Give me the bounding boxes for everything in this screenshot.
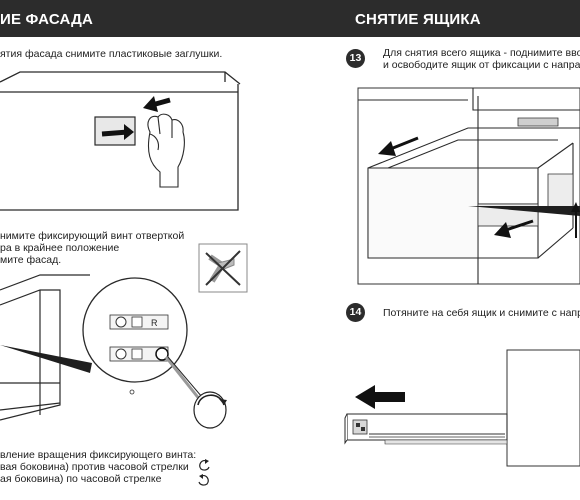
step-14-badge: 14	[346, 303, 365, 322]
drawer-pull-illustration	[344, 349, 580, 467]
section-title-drawer: СНЯТИЕ ЯЩИКА	[355, 11, 481, 28]
screw-step-line-1: нимите фиксирующий винт отверткой	[0, 230, 185, 242]
rotate-clockwise-icon	[198, 474, 209, 486]
step-14-text: Потяните на себя ящик и снимите с напр	[383, 307, 580, 319]
rotation-note-line-2: вая боковина) против часовой стрелки	[0, 461, 189, 473]
step-13-line-2: и освободите ящик от фиксации с напра	[383, 59, 580, 71]
section-title-facade: ИЕ ФАСАДА	[0, 11, 94, 28]
no-screwdriver-icon	[198, 243, 248, 293]
facade-step-text: ятия фасада снимите пластиковые заглушки…	[0, 48, 223, 60]
facade-caps-illustration	[0, 71, 241, 211]
rotation-note-line-1: вление вращения фиксирующего винта:	[0, 449, 197, 461]
rotation-note-line-3: ая боковина) по часовой стрелке	[0, 473, 162, 485]
step-13-badge: 13	[346, 49, 365, 68]
screw-step-line-2: ра в крайнее положение	[0, 242, 120, 254]
panel-side-label: R	[151, 318, 158, 328]
step-13-line-1: Для снятия всего ящика - поднимите вво	[383, 47, 580, 59]
screw-step-line-3: мите фасад.	[0, 254, 62, 266]
drawer-lift-illustration	[357, 87, 580, 285]
screw-adjustment-illustration	[0, 274, 227, 429]
header-banner	[0, 0, 580, 37]
rotate-counterclockwise-icon	[199, 459, 210, 471]
